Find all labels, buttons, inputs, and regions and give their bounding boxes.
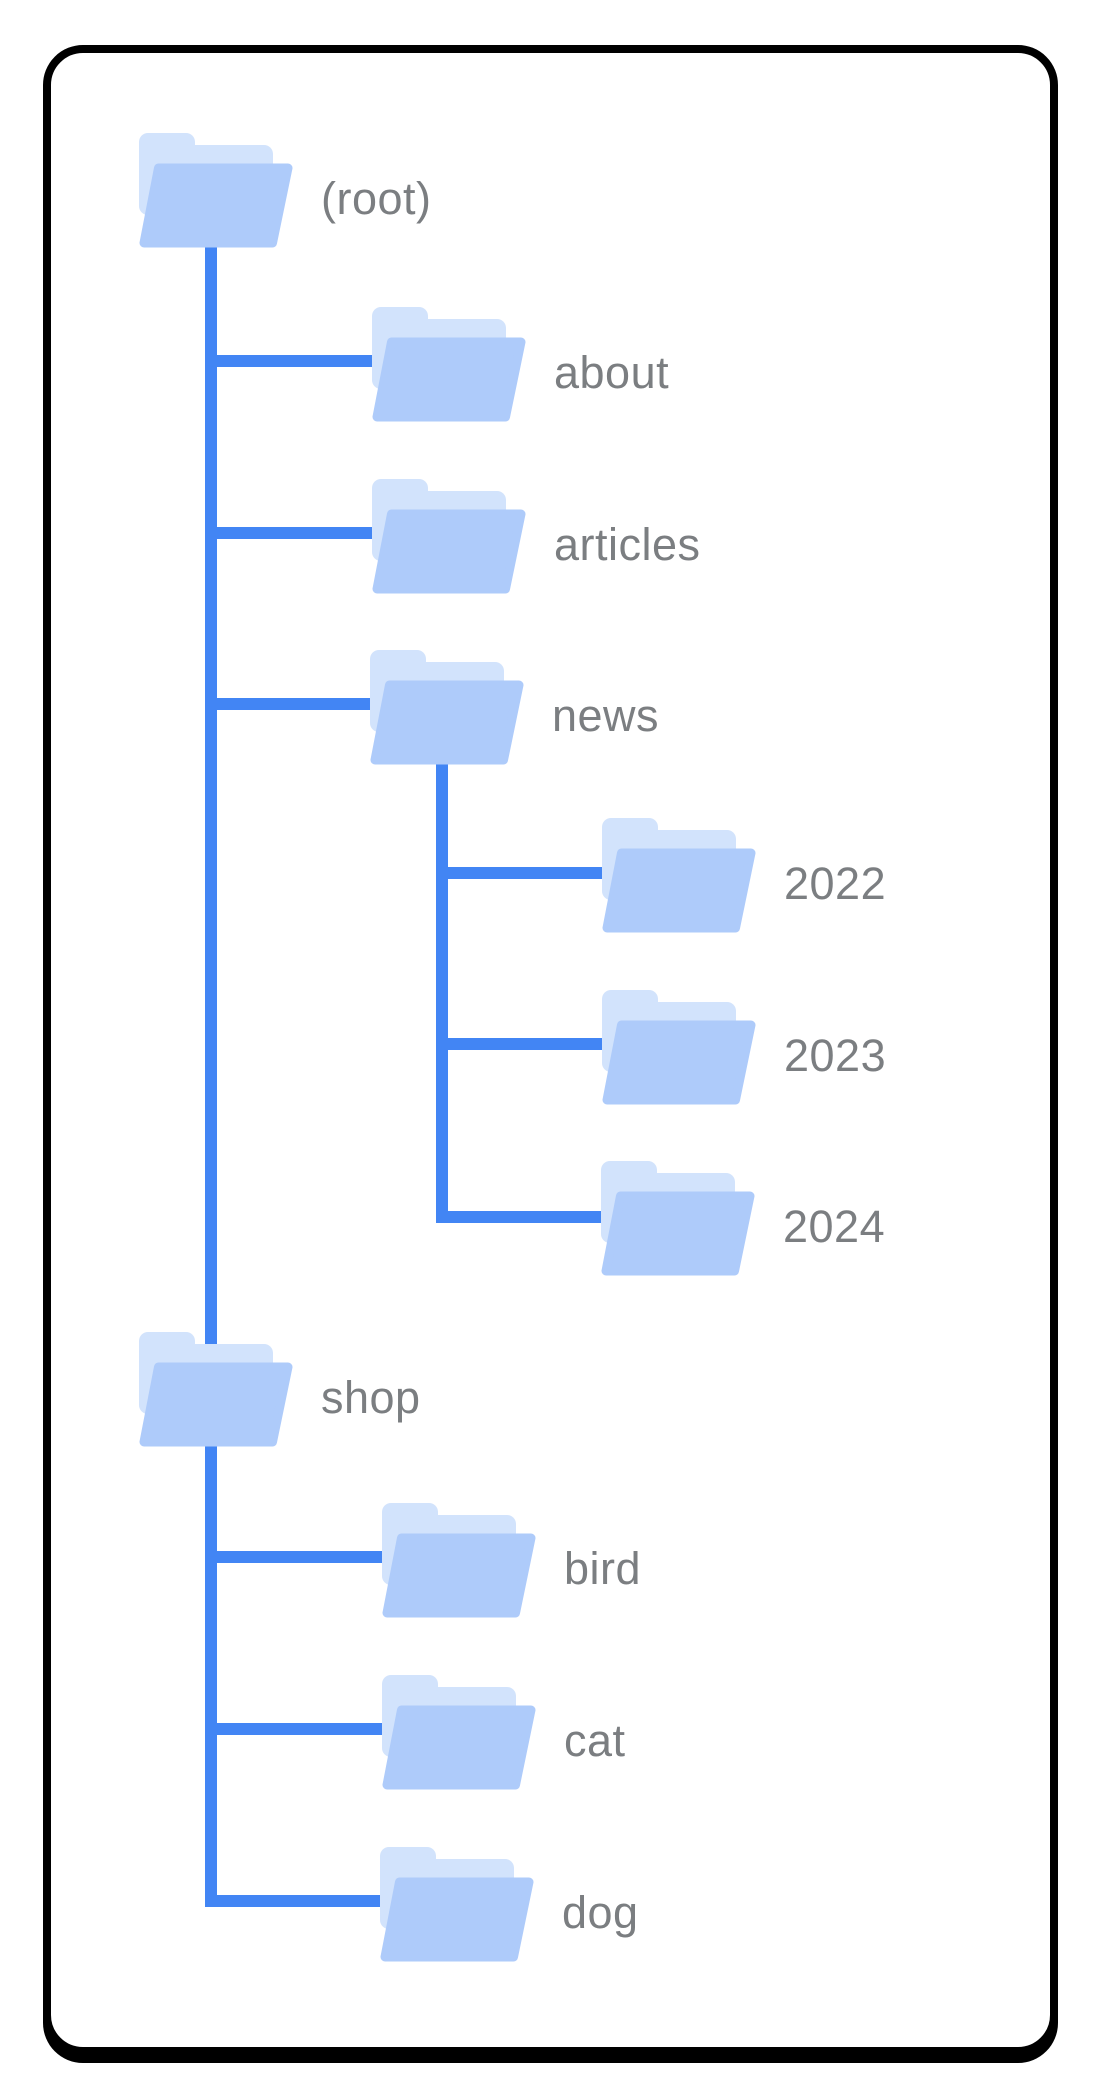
connector-trunk-root [205,247,217,1907]
sitemap-card: (root) about articles news 2022 [43,45,1058,2055]
folder-icon [370,650,524,765]
tree-node-articles: articles [372,479,700,594]
folder-icon [601,1161,755,1276]
tree-node-bird: bird [382,1503,641,1618]
folder-icon [382,1675,536,1790]
folder-icon [382,1503,536,1618]
folder-label-shop: shop [321,1372,421,1423]
folder-icon [602,990,756,1105]
folder-icon [139,1332,293,1447]
folder-label-news: news [552,690,660,741]
connector-branch-articles [205,527,380,539]
tree-node-about: about [372,307,669,422]
connector-trunk-news [436,760,448,1223]
connector-branch-cat [205,1723,390,1735]
folder-icon [139,133,293,248]
connector-branch-news [205,698,378,710]
folder-icon [602,818,756,933]
folder-label-bird: bird [564,1543,642,1594]
tree-node-root: (root) [139,133,431,248]
folder-label-y2023: 2023 [784,1030,887,1081]
tree-node-y2023: 2023 [602,990,886,1105]
tree-node-y2024: 2024 [601,1161,885,1276]
folder-icon [372,479,526,594]
folder-label-y2022: 2022 [784,858,887,909]
tree-node-cat: cat [382,1675,625,1790]
folder-label-root: (root) [321,173,432,224]
connector-branch-bird [205,1551,390,1563]
folder-icon [372,307,526,422]
folder-label-about: about [554,347,670,398]
tree-node-shop: shop [139,1332,420,1447]
folder-label-articles: articles [554,519,701,570]
connector-branch-2022 [436,867,610,879]
folder-icon [380,1847,534,1962]
folder-label-cat: cat [564,1715,626,1766]
tree-node-dog: dog [380,1847,638,1962]
connector-branch-dog [205,1895,386,1907]
tree-node-y2022: 2022 [602,818,886,933]
tree-node-news: news [370,650,659,765]
connector-branch-2023 [436,1038,610,1050]
connector-branch-about [205,355,380,367]
folder-label-dog: dog [562,1887,639,1938]
connector-branch-2024 [436,1211,610,1223]
folder-label-y2024: 2024 [783,1201,886,1252]
